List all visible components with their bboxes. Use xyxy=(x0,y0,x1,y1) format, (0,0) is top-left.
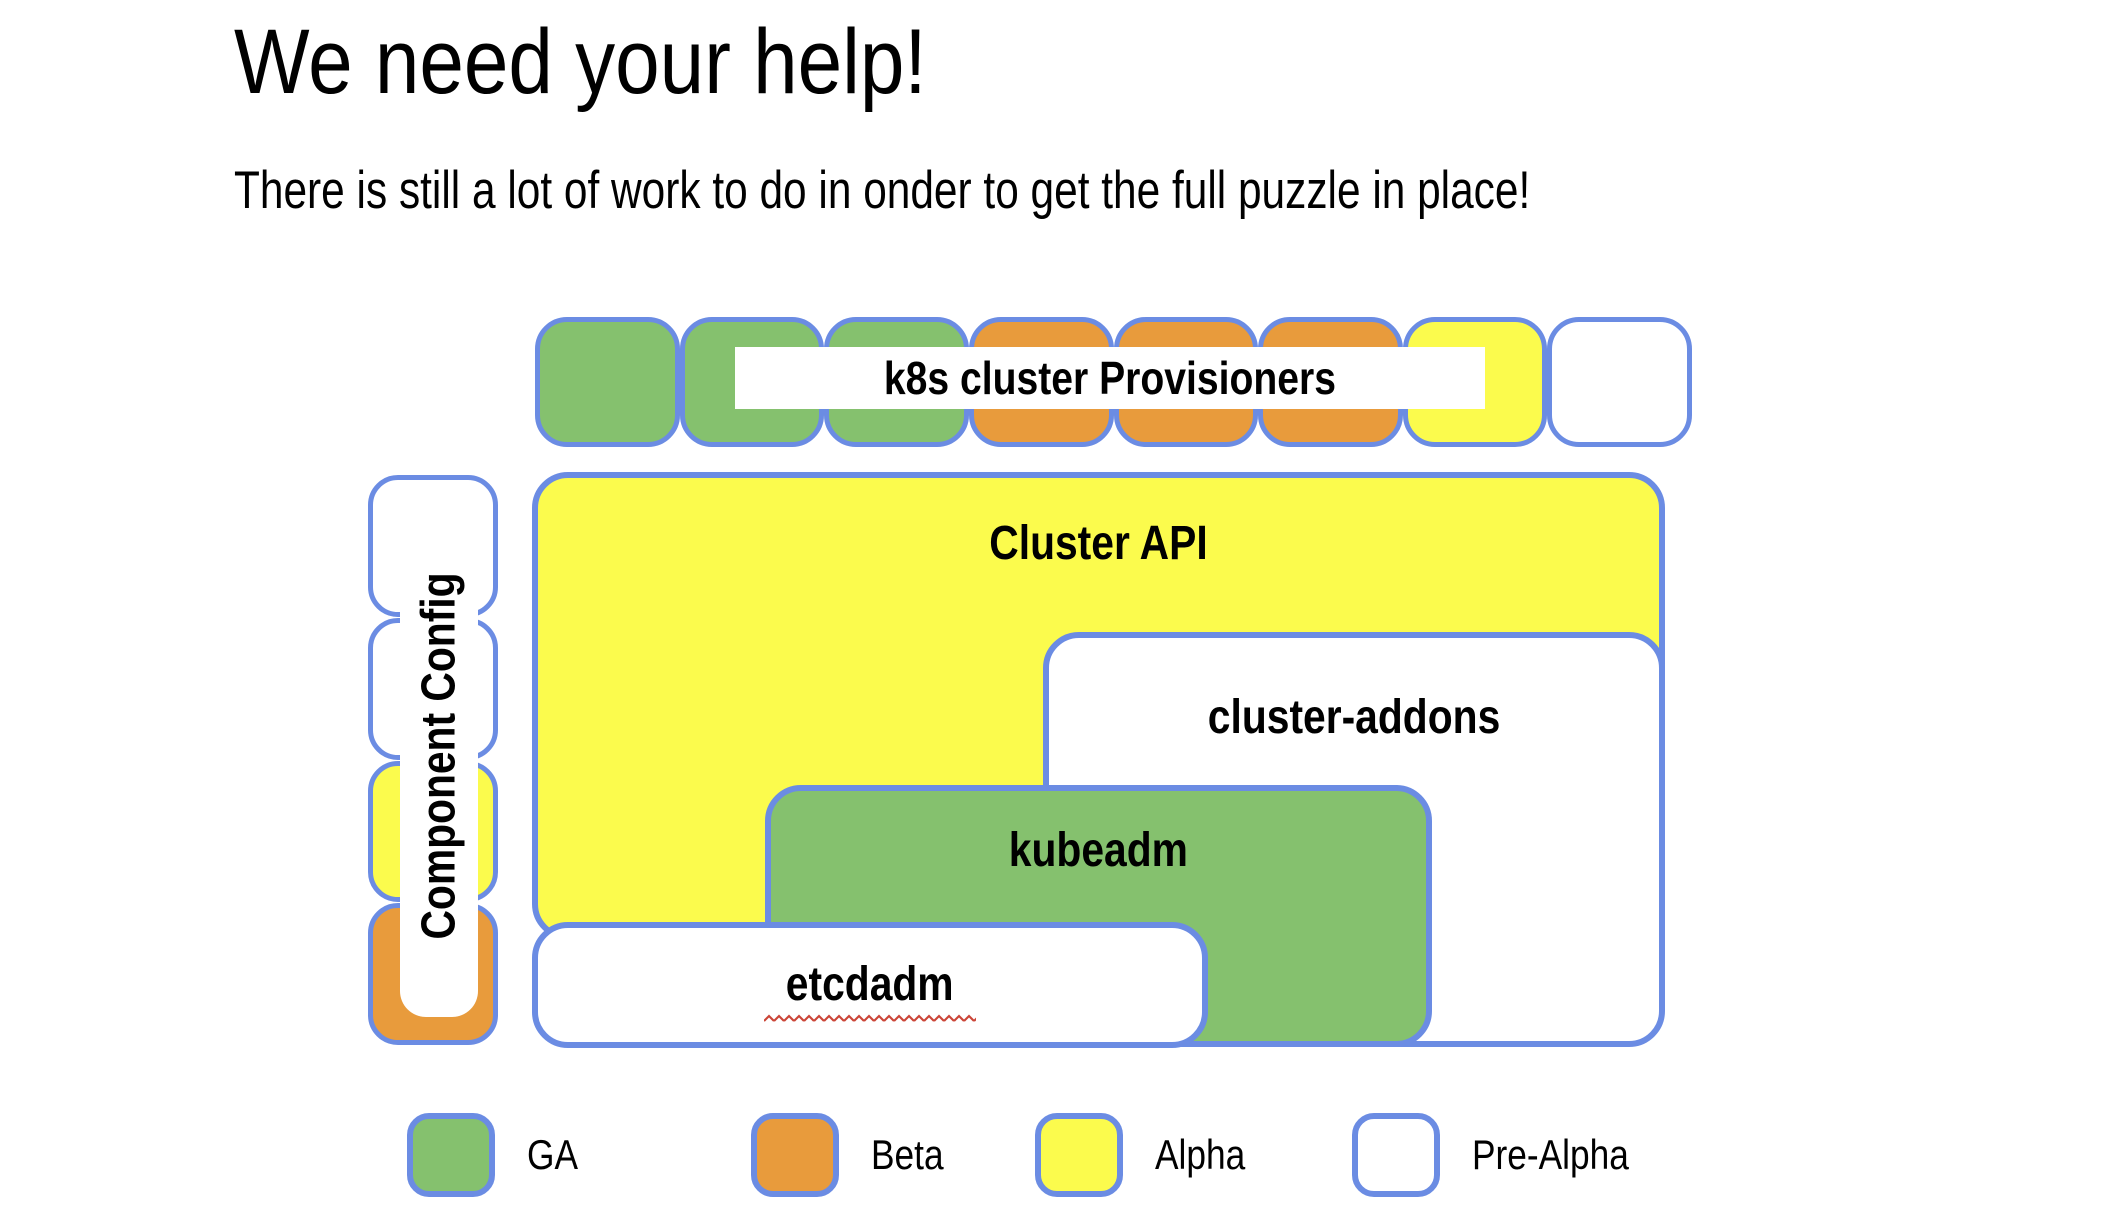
legend-swatch-alpha xyxy=(1035,1113,1123,1197)
legend-item-ga: GA xyxy=(407,1113,588,1197)
provisioners-label-box: k8s cluster Provisioners xyxy=(735,347,1485,409)
legend-label-ga: GA xyxy=(527,1131,578,1178)
provisioners-label: k8s cluster Provisioners xyxy=(883,352,1337,404)
page-title: We need your help! xyxy=(234,10,1030,115)
component-config-label-box: Component Config xyxy=(400,495,478,1017)
cluster-addons-label: cluster-addons xyxy=(1207,691,1501,744)
provisioner-square-prealpha xyxy=(1547,317,1692,447)
spellcheck-underline-icon xyxy=(764,1013,976,1024)
provisioner-square-ga-1 xyxy=(535,317,680,447)
legend-item-pre-alpha: Pre-Alpha xyxy=(1352,1113,1659,1197)
cluster-api-label: Cluster API xyxy=(989,517,1208,570)
legend-item-beta: Beta xyxy=(751,1113,957,1197)
etcdadm-box: etcdadm xyxy=(532,922,1208,1048)
component-config-label: Component Config xyxy=(412,572,466,940)
legend-item-alpha: Alpha xyxy=(1035,1113,1262,1197)
legend-swatch-beta xyxy=(751,1113,839,1197)
page-subtitle-text: There is still a lot of work to do in on… xyxy=(234,161,1531,220)
page-subtitle: There is still a lot of work to do in on… xyxy=(234,160,1854,221)
legend-label-pre-alpha: Pre-Alpha xyxy=(1472,1131,1629,1178)
kubeadm-label: kubeadm xyxy=(1008,824,1189,877)
etcdadm-label: etcdadm xyxy=(786,957,954,1011)
legend-label-alpha: Alpha xyxy=(1155,1131,1246,1178)
page-title-text: We need your help! xyxy=(234,11,927,113)
legend-label-beta: Beta xyxy=(871,1131,944,1178)
legend-swatch-pre-alpha xyxy=(1352,1113,1440,1197)
legend-swatch-ga xyxy=(407,1113,495,1197)
